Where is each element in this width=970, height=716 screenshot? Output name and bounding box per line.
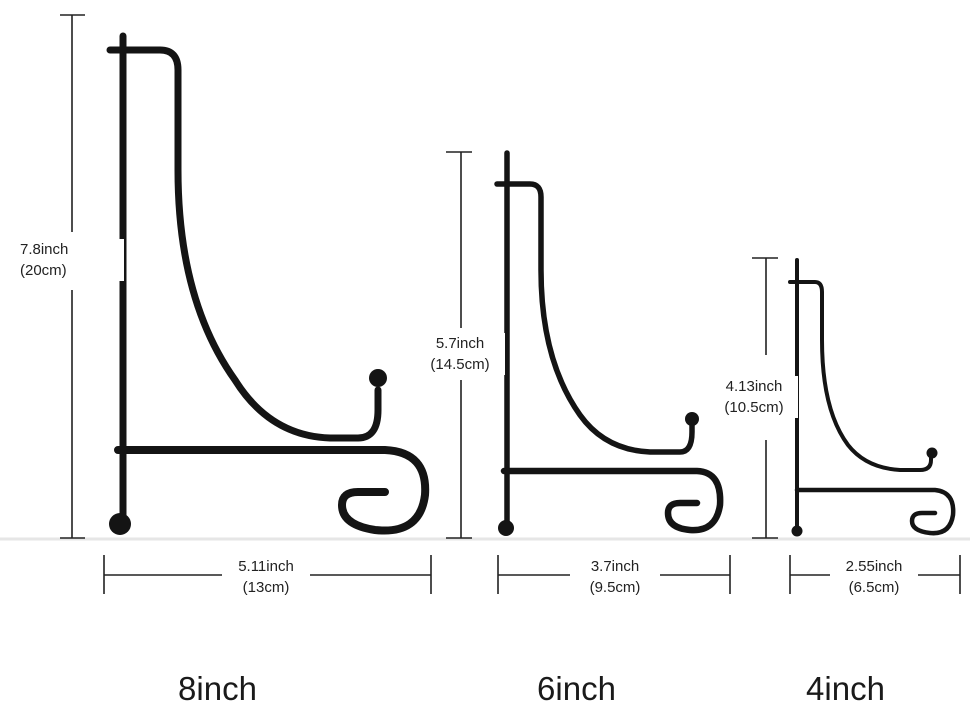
width-inch: 3.7inch [590,558,640,575]
stand-6inch-size-label: 6inch [537,670,616,707]
stand-6inch-width-label: 3.7inch (9.5cm) [570,556,660,598]
stand-4inch-height-label: 4.13inch (10.5cm) [710,376,798,418]
width-inch: 2.55inch [845,558,903,575]
stand-8inch-width-label: 5.11inch (13cm) [222,556,310,598]
stand-4inch-size-label: 4inch [806,670,885,707]
width-inch: 5.11inch [238,558,294,575]
width-cm: (6.5cm) [848,579,900,596]
height-cm: (14.5cm) [430,356,490,373]
height-inch: 7.8inch [20,241,69,258]
height-inch: 5.7inch [435,335,485,352]
width-cm: (13cm) [242,579,290,596]
stand-4inch-width-label: 2.55inch (6.5cm) [830,556,918,598]
height-cm: (20cm) [20,262,67,279]
stand-8inch [106,32,430,535]
height-cm: (10.5cm) [724,399,784,416]
stand-4inch [788,258,956,537]
stand-6inch-height-label: 5.7inch (14.5cm) [415,333,505,375]
dimension-lines [60,14,961,594]
height-inch: 4.13inch [725,378,783,395]
width-cm: (9.5cm) [589,579,641,596]
stand-8inch-size-label: 8inch [178,670,257,707]
stand-8inch-height-label: 7.8inch (20cm) [20,239,124,281]
stand-6inch [494,150,724,536]
